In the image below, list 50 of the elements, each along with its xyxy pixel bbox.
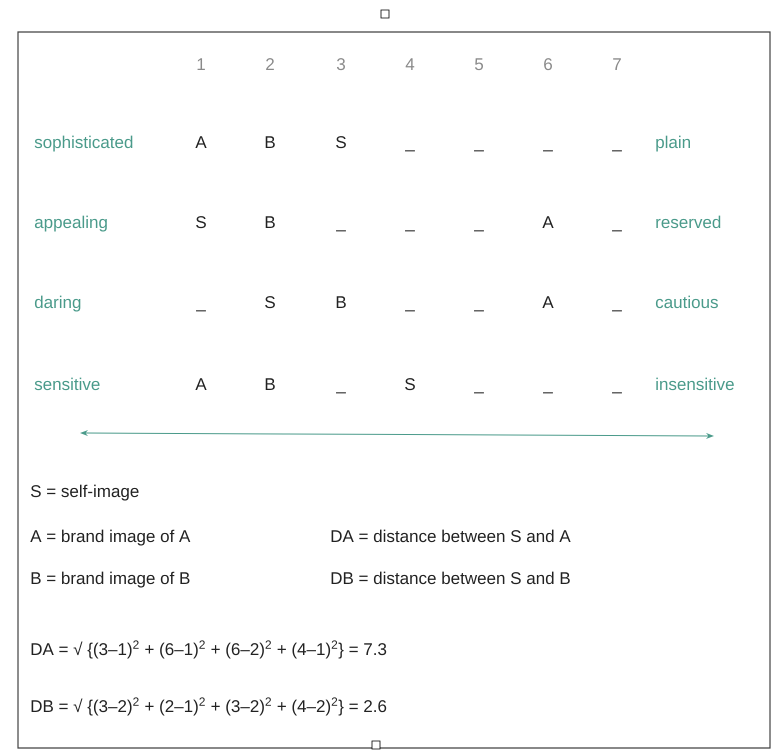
key-text: B = brand image of B: [32, 572, 190, 588]
rating-mark: _: [543, 392, 553, 394]
rating-mark: _: [336, 392, 346, 394]
rating-mark: _: [405, 230, 415, 232]
rating-mark: B: [266, 136, 275, 148]
column-number: 7: [613, 58, 621, 70]
rating-mark: S: [265, 296, 275, 308]
column-number: 6: [544, 58, 552, 70]
rating-mark: B: [266, 378, 275, 390]
rating-mark: A: [195, 136, 207, 148]
key-text: DA = distance between S and A: [332, 530, 571, 542]
rating-mark: _: [612, 310, 622, 312]
column-number: 1: [198, 58, 205, 70]
scale-word: sensitive: [34, 378, 100, 390]
rating-mark: _: [612, 150, 622, 152]
rating-mark: _: [474, 392, 484, 394]
scale-word: plain: [656, 136, 690, 152]
column-number: 5: [474, 58, 483, 70]
formula-text: DA = √ {(3–1)$^{2}$ + (6–1)$^{2}$ + (6–2)$^{2}$ + (4–1)$^{2}$} = 7.3: [32, 640, 386, 659]
rating-mark: S: [336, 136, 346, 148]
scale-word: appealing: [34, 216, 107, 232]
rating-mark: _: [612, 230, 622, 232]
rating-mark: _: [612, 392, 622, 394]
rating-mark: S: [405, 378, 415, 390]
key-text: A = brand image of A: [30, 530, 190, 546]
rating-mark: A: [542, 296, 554, 308]
rating-mark: _: [474, 310, 484, 312]
rating-mark: _: [336, 230, 346, 232]
key-text: DB = distance between S and B: [332, 572, 570, 584]
rating-mark: _: [405, 310, 415, 312]
key-text: S = self-image: [30, 484, 139, 501]
scale-word: insensitive: [656, 378, 734, 390]
rating-mark: B: [266, 216, 275, 228]
rating-mark: _: [196, 310, 206, 312]
formula-text: DB = √ {(3–2)$^{2}$ + (2–1)$^{2}$ + (3–2)$^{2}$ + (4–2)$^{2}$} = 2.6: [32, 697, 386, 716]
rating-mark: _: [405, 150, 415, 152]
rating-mark: _: [474, 150, 484, 152]
scale-word: reserved: [656, 216, 720, 228]
column-number: 3: [336, 58, 345, 70]
scale-word: cautious: [656, 296, 718, 308]
scale-word: daring: [34, 296, 80, 312]
rating-mark: _: [474, 230, 484, 232]
column-number: 2: [266, 58, 274, 70]
rating-mark: A: [542, 216, 554, 228]
column-number: 4: [406, 58, 414, 70]
scale-word: sophisticated: [34, 136, 132, 152]
rating-mark: B: [336, 296, 346, 308]
rating-mark: S: [196, 216, 206, 228]
rating-mark: _: [543, 150, 553, 152]
rating-mark: A: [195, 378, 207, 390]
